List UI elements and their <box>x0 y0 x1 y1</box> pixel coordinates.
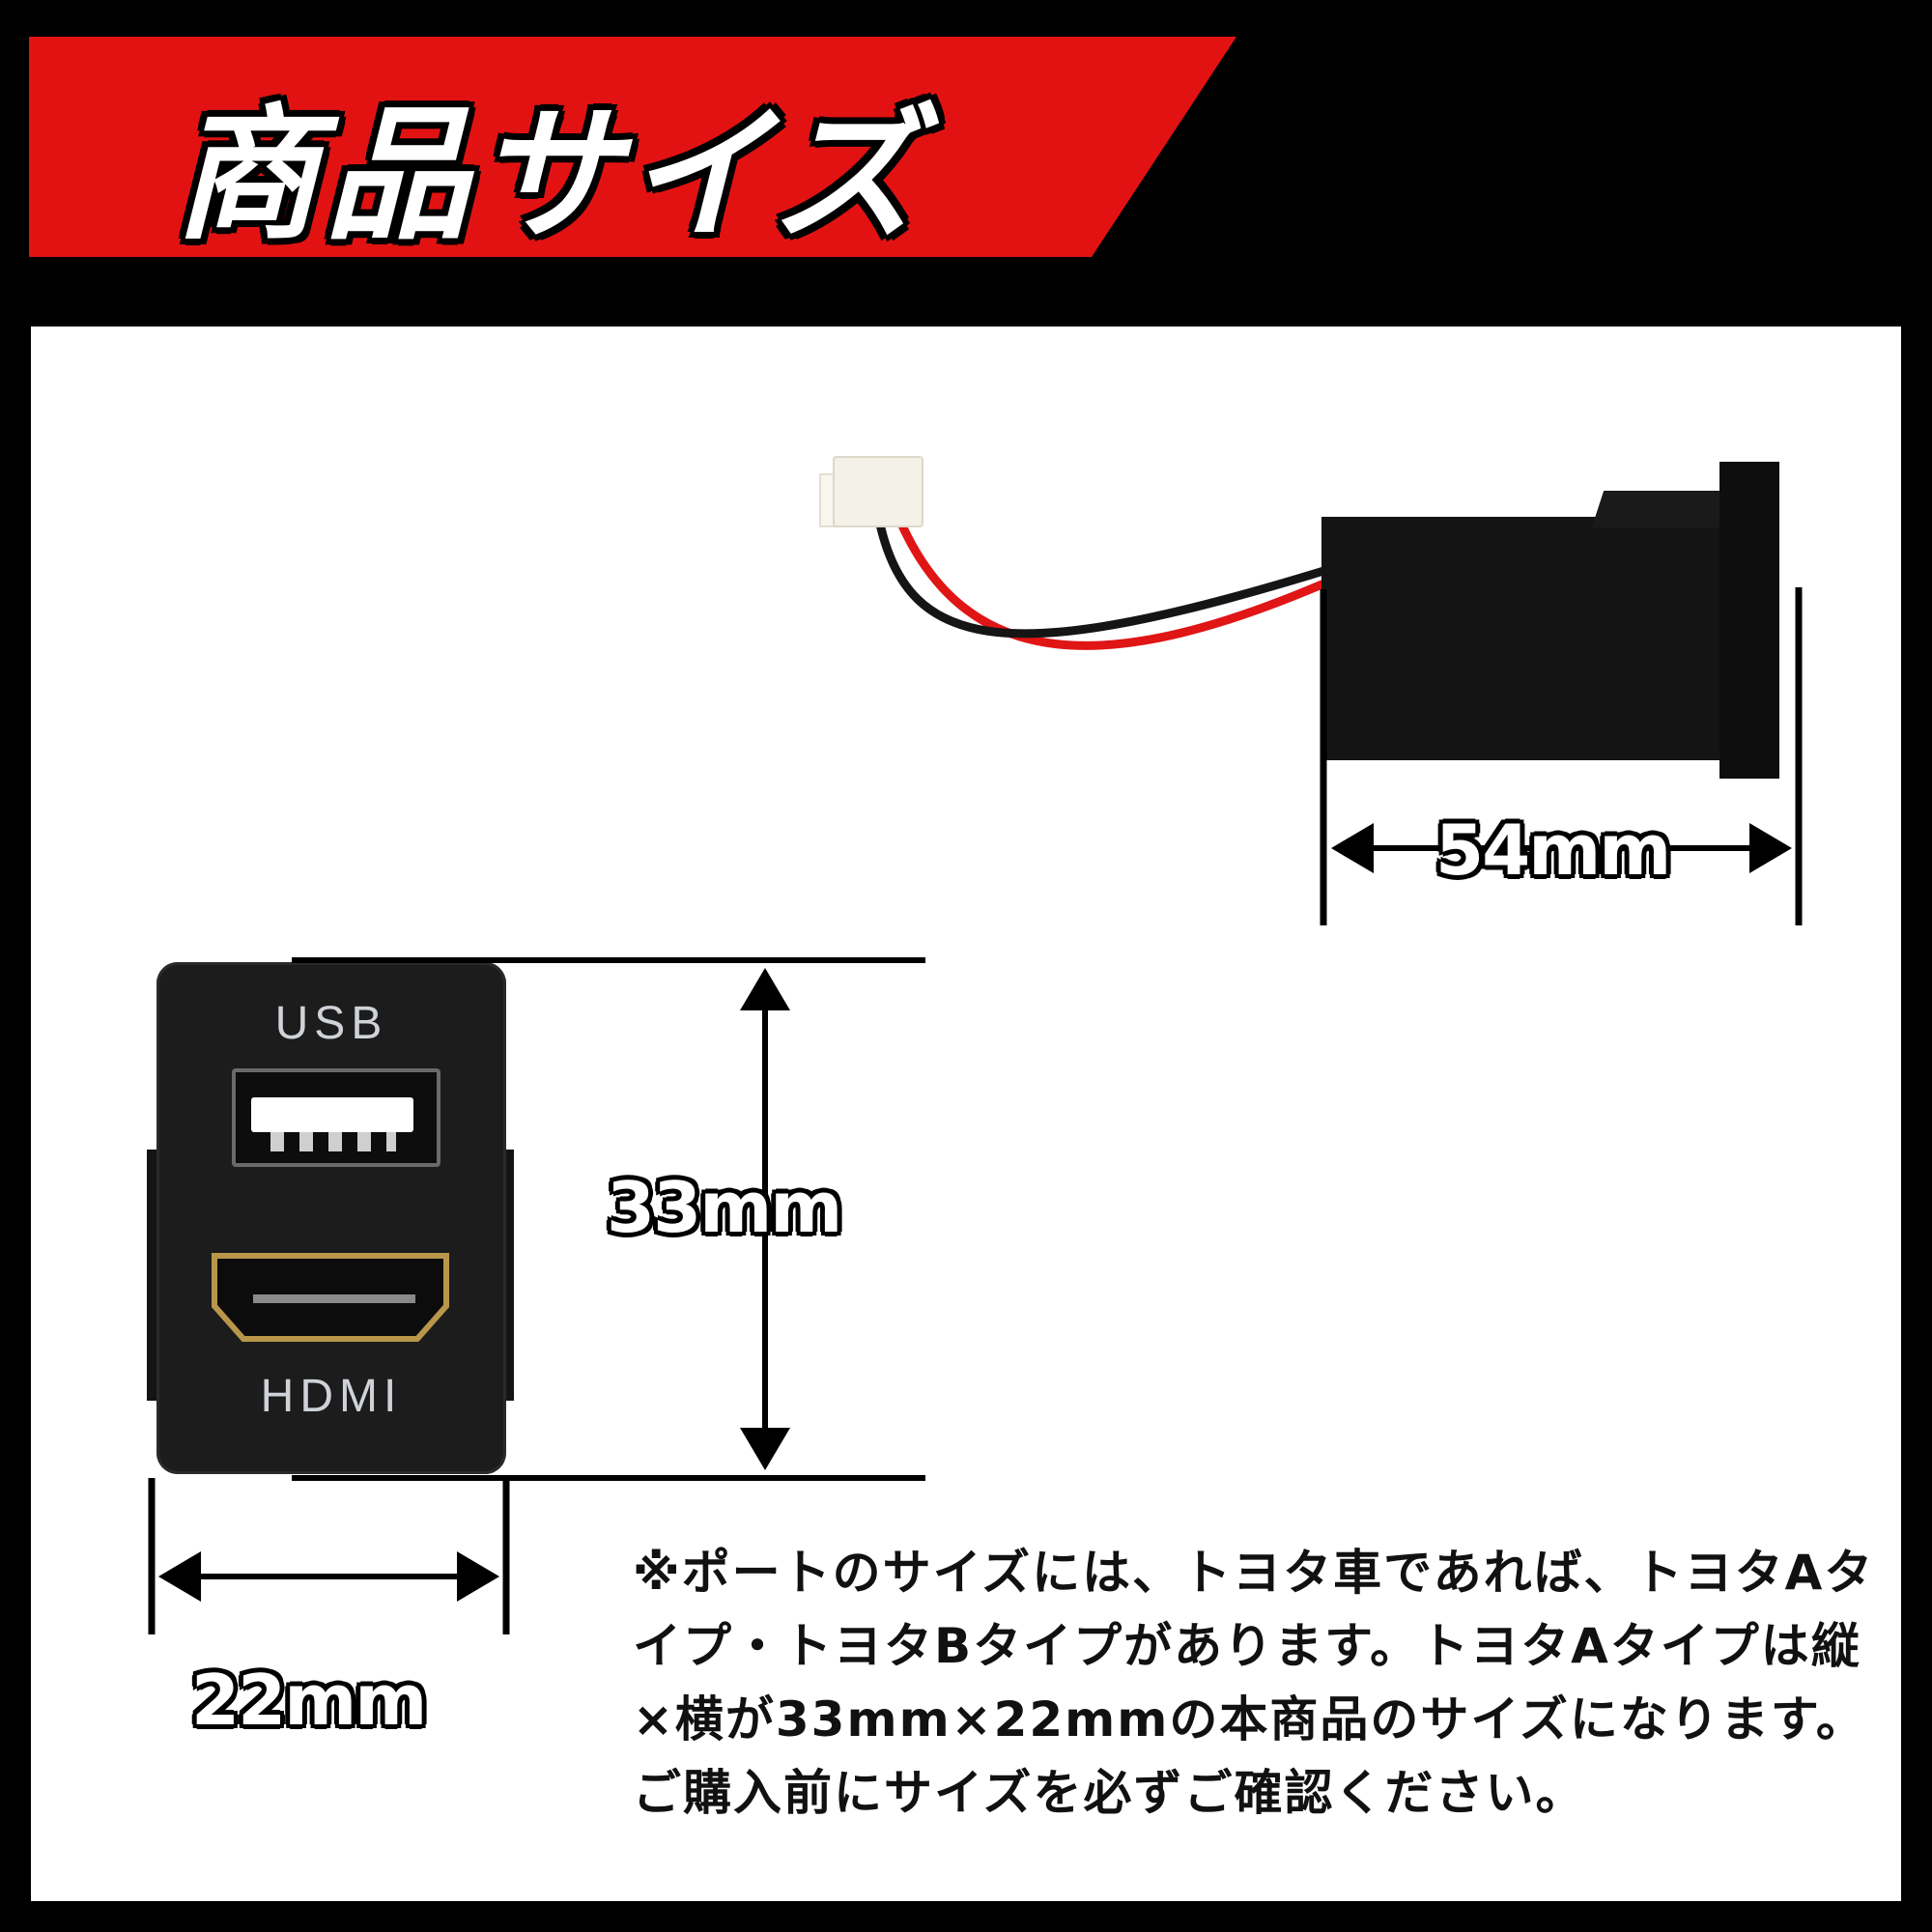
header-banner <box>29 37 1236 257</box>
width-dimension-label: 22mm <box>191 1660 427 1741</box>
height-dimension-label: 33mm <box>607 1167 842 1248</box>
red-wire <box>894 515 1335 650</box>
black-wire <box>874 519 1335 639</box>
usb-tongue <box>251 1097 413 1132</box>
arrow-up-icon <box>740 968 790 1010</box>
depth-dimension-label: 54mm <box>1435 810 1671 891</box>
size-note: ※ポートのサイズには、トヨタ車であれば、トヨタAタイプ・トヨタBタイプがあります… <box>633 1545 1875 1821</box>
arrow-right-icon <box>1749 823 1792 873</box>
harness-connector <box>833 456 923 527</box>
switch-front-body <box>156 962 506 1474</box>
usb-port <box>232 1068 440 1167</box>
usb-pins <box>270 1132 396 1151</box>
page-title: 商品サイズ <box>174 92 923 260</box>
arrow-down-icon <box>740 1428 790 1470</box>
arrow-left-icon <box>158 1551 201 1602</box>
arrow-left-icon <box>1331 823 1374 873</box>
switch-side-body <box>1321 517 1727 760</box>
hdmi-label: HDMI <box>260 1371 403 1422</box>
usb-label: USB <box>274 998 388 1049</box>
arrow-right-icon <box>457 1551 499 1602</box>
switch-side-faceplate <box>1719 462 1779 779</box>
